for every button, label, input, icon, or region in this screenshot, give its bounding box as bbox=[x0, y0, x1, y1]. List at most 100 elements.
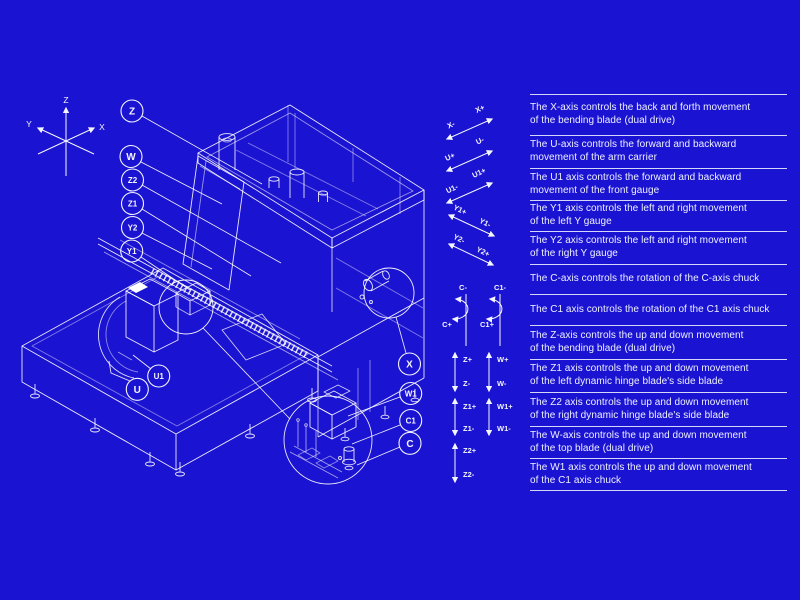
z2-plus-label: Z2+ bbox=[463, 446, 477, 455]
axis-row-y2-line2: of the right Y gauge bbox=[530, 248, 618, 259]
axis-row-w-line1: The W-axis controls the up and down move… bbox=[530, 429, 747, 441]
axis-row-w1-line1: The W1 axis controls the up and down mov… bbox=[530, 461, 752, 473]
axis-row-y2: The Y2 axis controls the left and right … bbox=[530, 231, 787, 264]
x-minus-label: X- bbox=[446, 119, 457, 131]
callout-x: X bbox=[397, 352, 422, 376]
z2-minus-label: Z2- bbox=[463, 470, 475, 479]
callout-z: Z bbox=[120, 99, 144, 123]
callout-z2-label: Z2 bbox=[128, 176, 138, 185]
c-minus-label: C- bbox=[459, 283, 467, 292]
leader-y2 bbox=[141, 232, 213, 270]
table-feet bbox=[30, 384, 317, 477]
blade-rail bbox=[97, 237, 339, 381]
axis-row-x-line1: The X-axis controls the back and forth m… bbox=[530, 102, 751, 114]
detail-circle-right bbox=[359, 267, 415, 319]
triad-x-arrow bbox=[65, 127, 96, 142]
triad-y-arrow bbox=[36, 127, 67, 142]
callout-z2: Z2 bbox=[120, 168, 145, 192]
leader-z2 bbox=[141, 184, 282, 264]
w-plus-label: W+ bbox=[497, 355, 509, 364]
callout-w-label: W bbox=[126, 152, 136, 163]
leader-lines bbox=[108, 115, 407, 466]
c1-plus-label: C1+ bbox=[480, 320, 495, 329]
detail-circle-left bbox=[158, 279, 214, 335]
y2-minus-label: Y2- bbox=[452, 232, 467, 245]
axis-row-w1-line2: of the C1 axis chuck bbox=[530, 474, 622, 486]
axis-row-y1-line1: The Y1 axis controls the left and right … bbox=[530, 203, 747, 215]
callout-y2: Y2 bbox=[120, 215, 145, 240]
callout-w1: W1 bbox=[399, 381, 423, 406]
blade-teeth bbox=[150, 267, 310, 360]
axis-row-y1-line2: of the left Y gauge bbox=[530, 216, 612, 227]
triad-z-label: Z bbox=[63, 95, 68, 105]
leader-magnifier bbox=[202, 327, 291, 420]
machine-table bbox=[21, 267, 319, 477]
axis-row-z-line2: of the bending blade (dual drive) bbox=[530, 342, 676, 354]
callout-w1-label: W1 bbox=[405, 390, 418, 399]
axis-row-c-line1: The C-axis controls the rotation of the … bbox=[530, 273, 760, 285]
triad-x-tail bbox=[37, 140, 67, 155]
callout-u: U bbox=[125, 377, 149, 401]
axis-row-y2-line1: The Y2 axis controls the left and right … bbox=[530, 235, 747, 247]
callout-z-label: Z bbox=[129, 107, 135, 118]
y2-plus-label: Y2+ bbox=[475, 245, 492, 259]
w-minus-label: W- bbox=[497, 379, 507, 388]
leader-x bbox=[395, 316, 407, 354]
z-minus-label: Z- bbox=[463, 379, 471, 388]
callout-c-label: C bbox=[406, 439, 413, 450]
c1-chuck bbox=[338, 446, 356, 471]
cabinet bbox=[182, 104, 425, 378]
axis-row-c1: The C1 axis controls the rotation of the… bbox=[530, 294, 787, 325]
axis-row-x-line2: of the bending blade (dual drive) bbox=[530, 115, 676, 126]
bolt-details bbox=[268, 176, 328, 202]
callout-circles: Z W Z2 Z1 Y2 Y1 U1 U X W1 C1 bbox=[119, 99, 423, 455]
axis-row-y1: The Y1 axis controls the left and right … bbox=[530, 200, 787, 231]
w1-plus-label: W1+ bbox=[497, 402, 513, 411]
w1-minus-label: W1- bbox=[497, 424, 511, 433]
axis-row-z1-line2: of the left dynamic hinge blade's side b… bbox=[530, 376, 724, 387]
arm-cap bbox=[128, 282, 148, 293]
u1-minus-label: U1- bbox=[445, 182, 460, 195]
callout-u-label: U bbox=[134, 385, 141, 396]
callout-y1-label: Y1 bbox=[127, 247, 137, 256]
callout-z1: Z1 bbox=[120, 191, 145, 216]
axis-row-w-line2: of the top blade (dual drive) bbox=[530, 442, 654, 454]
axis-row-z2-line2: of the right dynamic hinge blade's side … bbox=[530, 409, 730, 421]
u1-axis-arrow bbox=[445, 182, 494, 204]
axis-row-c: The C-axis controls the rotation of the … bbox=[530, 264, 787, 294]
callout-c: C bbox=[398, 431, 422, 455]
callout-c1: C1 bbox=[399, 408, 423, 433]
axis-row-z1: The Z1 axis controls the up and down mov… bbox=[530, 359, 787, 392]
u-plus-label: U+ bbox=[444, 150, 457, 163]
axis-row-u-line2: movement of the arm carrier bbox=[530, 152, 657, 163]
arm-carrier bbox=[98, 278, 179, 379]
axis-descriptions-panel: The X-axis controls the back and forth m… bbox=[530, 94, 787, 491]
machine-drawing bbox=[21, 104, 425, 485]
c1-rotation-symbol bbox=[485, 294, 503, 346]
axis-row-z: The Z-axis controls the up and down move… bbox=[530, 325, 787, 359]
leader-c1 bbox=[351, 424, 401, 445]
u-axis-arrow bbox=[445, 150, 494, 172]
triad-x-label: X bbox=[99, 122, 105, 132]
callout-c1-label: C1 bbox=[406, 417, 417, 426]
axis-row-c1-line1: The C1 axis controls the rotation of the… bbox=[530, 303, 770, 315]
axis-row-w: The W-axis controls the up and down move… bbox=[530, 426, 787, 458]
callout-x-label: X bbox=[406, 360, 413, 371]
leader-c bbox=[356, 446, 401, 466]
cylinder-small bbox=[289, 168, 305, 198]
triad-y-tail bbox=[65, 140, 95, 155]
sloped-panel bbox=[182, 155, 245, 291]
leader-z1 bbox=[141, 208, 252, 277]
callout-y2-label: Y2 bbox=[128, 224, 138, 233]
callout-y1: Y1 bbox=[120, 239, 144, 263]
axis-row-z2-line1: The Z2 axis controls the up and down mov… bbox=[530, 396, 749, 408]
c-rotation-symbol bbox=[451, 294, 469, 346]
axis-row-z1-line1: The Z1 axis controls the up and down mov… bbox=[530, 363, 749, 375]
z1-plus-label: Z1+ bbox=[463, 402, 477, 411]
axis-row-u: The U-axis controls the forward and back… bbox=[530, 135, 787, 168]
axis-row-w1: The W1 axis controls the up and down mov… bbox=[530, 458, 787, 490]
axis-row-u1-line1: The U1 axis controls the forward and bac… bbox=[530, 171, 742, 183]
callout-z1-label: Z1 bbox=[128, 200, 138, 209]
